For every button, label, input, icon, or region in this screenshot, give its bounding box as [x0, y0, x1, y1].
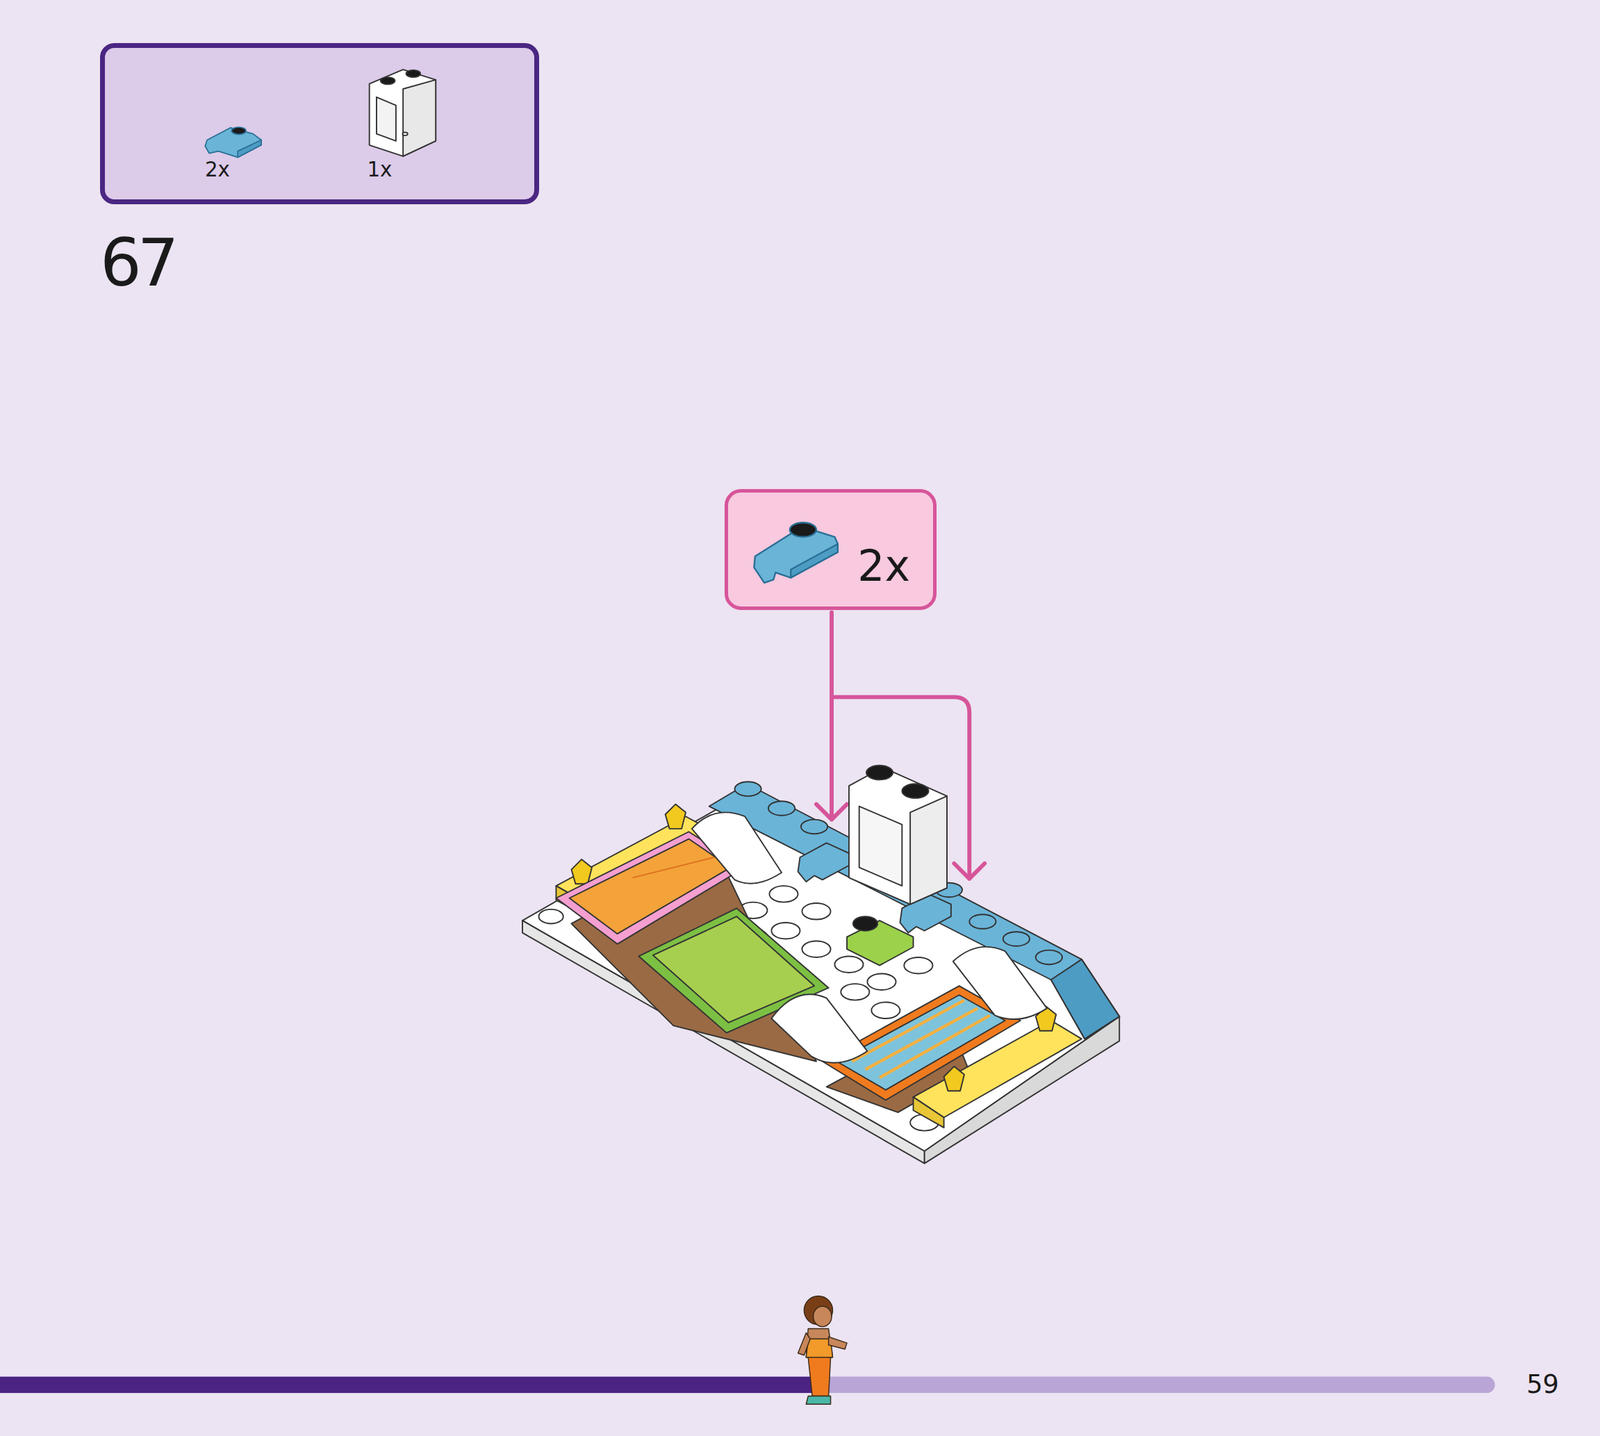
page-number: 59: [1526, 1372, 1560, 1398]
step-number: 67: [100, 230, 176, 296]
callout-count: 2x: [857, 545, 911, 589]
part-count: 2x: [204, 159, 230, 180]
parts-list-box: 2x 1x: [100, 43, 540, 205]
part-count: 1x: [366, 159, 392, 180]
part-callout-box: 2x: [724, 489, 938, 611]
